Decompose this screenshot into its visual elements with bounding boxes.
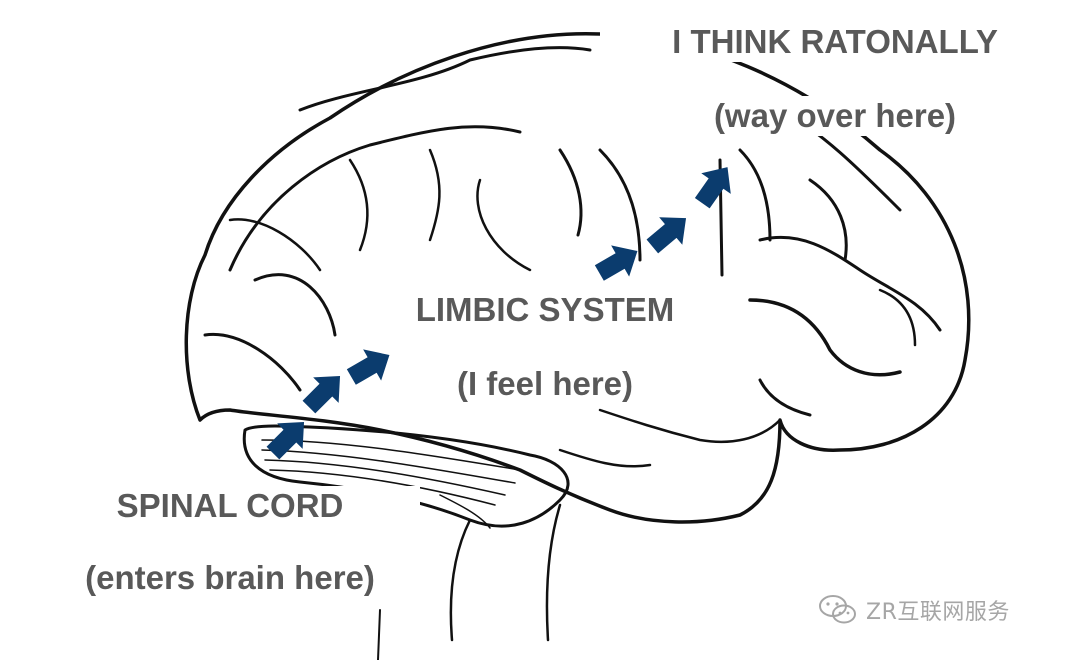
- arrow-5: [646, 217, 687, 254]
- cerebellum-fold: [264, 459, 506, 496]
- arrow-2: [302, 375, 341, 414]
- gyrus-line: [253, 273, 337, 337]
- watermark-text: ZR互联网服务: [866, 600, 1010, 625]
- gyrus-line: [228, 125, 522, 272]
- watermark: ZR互联网服务: [818, 590, 1010, 630]
- gyrus-line: [738, 148, 772, 242]
- brainstem-outline: [449, 518, 472, 642]
- arrow-1: [266, 421, 305, 460]
- gyrus-line: [428, 148, 441, 242]
- brainstem-outline: [377, 609, 381, 660]
- gyrus-line: [758, 235, 942, 332]
- gyrus-line: [558, 148, 583, 237]
- limbic-sub-label: (I feel here): [390, 364, 700, 404]
- brainstem-outline: [545, 503, 562, 642]
- gyrus-line: [298, 46, 592, 112]
- arrow-path: [266, 167, 731, 460]
- gyrus-line: [558, 448, 652, 468]
- wechat-icon: [819, 595, 856, 624]
- gyrus-line: [598, 148, 642, 262]
- cerebellum-fold: [269, 469, 496, 506]
- cerebellum-fold: [439, 494, 491, 529]
- arrow-4: [594, 245, 638, 281]
- arrow-3: [346, 349, 390, 385]
- arrow-6: [694, 167, 731, 209]
- think-title-label: I THINK RATONALLY: [600, 22, 1070, 62]
- brain-outline: [184, 31, 971, 524]
- think-sub-label: (way over here): [600, 96, 1070, 136]
- spinal-title-label: SPINAL CORD: [40, 486, 420, 526]
- gyrus-line: [758, 378, 812, 417]
- gyrus-line: [228, 218, 322, 272]
- cerebellum-outline: [242, 424, 570, 528]
- gyrus-line: [808, 178, 848, 262]
- gyrus-line: [748, 298, 902, 377]
- gyrus-line: [878, 288, 917, 347]
- gyrus-line: [203, 332, 302, 392]
- gyrus-line: [476, 178, 532, 272]
- cerebellum-fold: [261, 449, 516, 484]
- spinal-sub-label: (enters brain here): [40, 558, 420, 598]
- gyrus-line: [348, 158, 369, 252]
- limbic-title-label: LIMBIC SYSTEM: [390, 290, 700, 330]
- gyrus-line: [598, 408, 782, 444]
